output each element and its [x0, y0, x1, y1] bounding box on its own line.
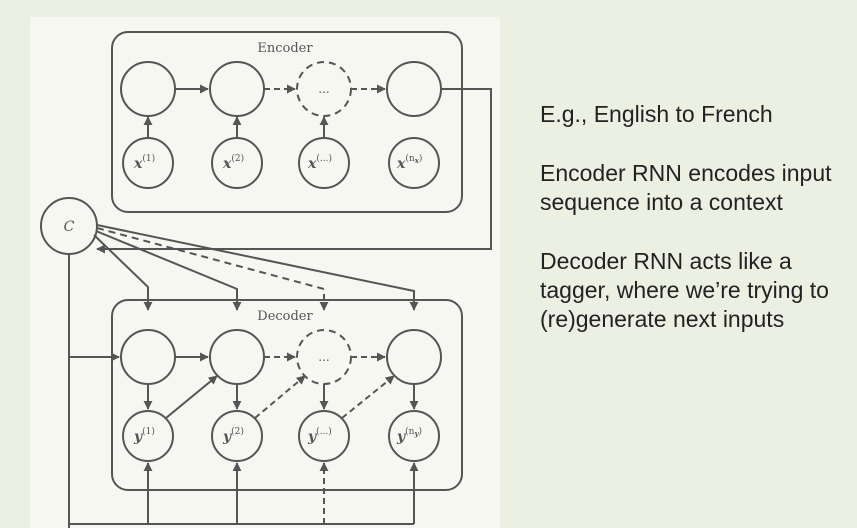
output-yn-label: y(ny)	[396, 426, 422, 445]
decoder-hidden-2	[209, 329, 265, 385]
output-y1-label: y(1)	[133, 426, 155, 445]
output-ydots	[298, 410, 350, 462]
note-example: E.g., English to French	[540, 101, 773, 127]
encoder-box	[111, 31, 463, 213]
decoder-hidden-1	[120, 329, 176, 385]
diagram-svg: Encoder ... x(1) x(2) x(...) x(nx) C	[40, 31, 492, 528]
input-xn-label: x(nx)	[396, 153, 422, 172]
note-decoder: Decoder RNN acts like a tagger, where we…	[540, 248, 829, 332]
input-x1-label: x(1)	[133, 153, 155, 172]
ctx-to-dec-2	[95, 230, 242, 311]
input-xdots-label: x(...)	[307, 153, 332, 172]
output-y1	[122, 410, 174, 462]
ctx-to-dec-1	[93, 234, 153, 311]
decoder-label: Decoder	[257, 309, 313, 324]
decoder-box	[111, 299, 463, 491]
decoder-ellipsis: ...	[318, 350, 329, 364]
ctx-to-dec-dots	[96, 227, 329, 311]
decoder-hidden-n	[386, 329, 442, 385]
encoder-label: Encoder	[257, 41, 313, 56]
input-x2-label: x(2)	[222, 153, 244, 172]
output-yn	[388, 410, 440, 462]
seq2seq-diagram: Encoder ... x(1) x(2) x(...) x(nx) C	[30, 17, 500, 528]
feedback-y1-h2	[165, 375, 218, 419]
encoder-hidden-n	[386, 61, 442, 117]
feedback-y2-hdots	[254, 375, 306, 419]
output-y2-label: y(2)	[222, 426, 244, 445]
encoder-ellipsis: ...	[318, 82, 329, 96]
output-ydots-label: y(...)	[307, 426, 332, 445]
output-y2	[211, 410, 263, 462]
feedback-ydots-hn	[341, 375, 395, 419]
note-encoder: Encoder RNN encodes input sequence into …	[540, 160, 832, 215]
context-label: C	[64, 219, 75, 235]
slide-notes: E.g., English to French Encoder RNN enco…	[540, 100, 840, 364]
enc-to-context-line	[96, 88, 492, 254]
input-xn	[388, 137, 440, 189]
encoder-hidden-1	[120, 61, 176, 117]
ctx-to-dec-n	[96, 224, 419, 311]
encoder-hidden-2	[209, 61, 265, 117]
